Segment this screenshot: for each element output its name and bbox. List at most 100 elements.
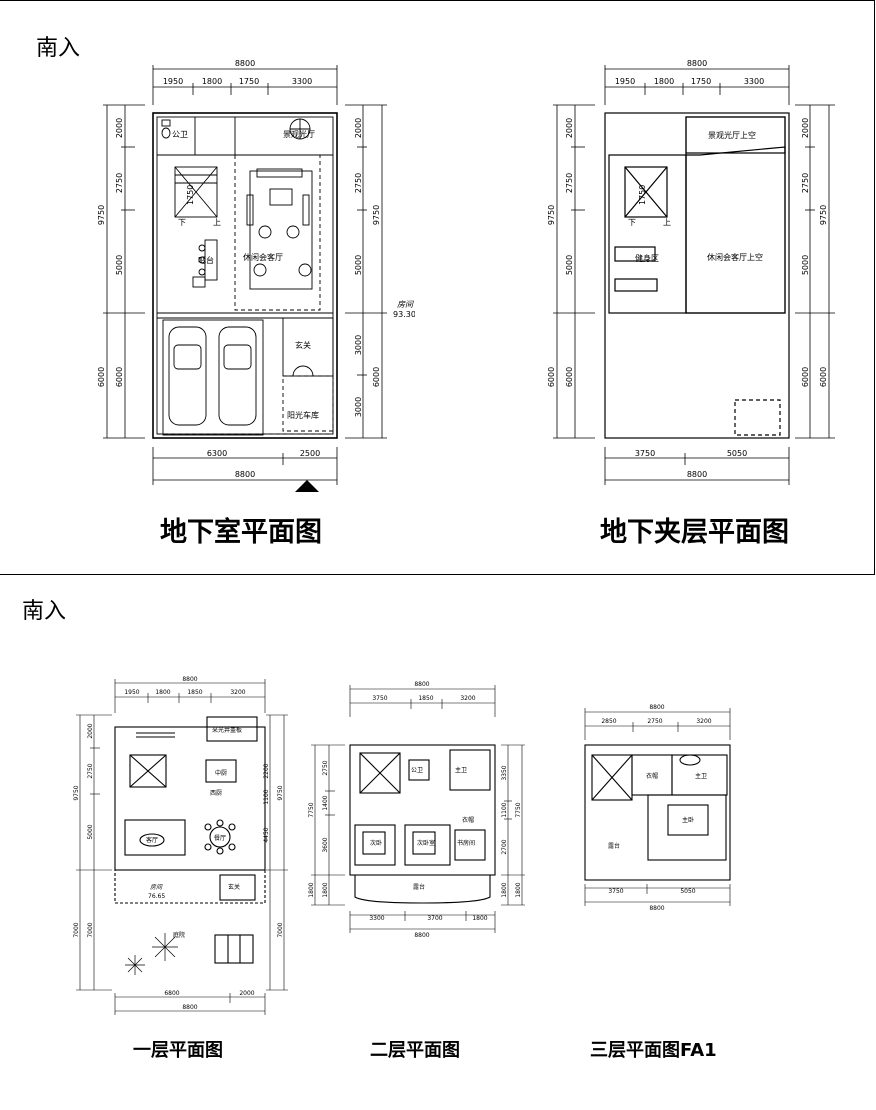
dim-left-outer-2: 1800 bbox=[308, 882, 315, 897]
dim-bottom-2: 3700 bbox=[427, 915, 442, 922]
dim-left-outer-1: 9750 bbox=[73, 785, 80, 800]
dim-top-2: 1800 bbox=[654, 77, 674, 86]
stair-up: 上 bbox=[663, 218, 671, 227]
dim-left-outer-1: 9750 bbox=[97, 205, 106, 225]
dim-top-total: 8800 bbox=[182, 676, 197, 683]
dim-right-1: 2000 bbox=[801, 118, 810, 138]
stair-down: 下 bbox=[628, 218, 636, 227]
dim-top-3: 3200 bbox=[696, 718, 711, 725]
top-panel bbox=[0, 0, 875, 575]
dim-top-3: 1750 bbox=[691, 77, 711, 86]
dim-bottom-1: 6800 bbox=[164, 990, 179, 997]
first-floor-plan: 8800 1950 1800 1850 3200 9750 7000 2000 … bbox=[73, 676, 288, 1015]
room-wardrobe: 衣帽 bbox=[462, 816, 474, 824]
dim-top-1: 3750 bbox=[372, 695, 387, 702]
dim-left-outer-2: 7000 bbox=[73, 922, 80, 937]
room-wc: 公卫 bbox=[172, 130, 188, 139]
room-foyer: 玄关 bbox=[295, 340, 311, 350]
dim-left-4: 1800 bbox=[322, 882, 329, 897]
room-garage: 阳光车库 bbox=[287, 410, 319, 420]
dim-right-2: 2750 bbox=[801, 173, 810, 193]
room-bar: 吧台 bbox=[198, 255, 214, 265]
dim-bottom-1: 3750 bbox=[608, 888, 623, 895]
dim-left-1: 2000 bbox=[115, 118, 124, 138]
dim-left-1: 2000 bbox=[565, 118, 574, 138]
dim-right-1: 3350 bbox=[501, 765, 508, 780]
room-garden: 庭院 bbox=[173, 931, 185, 939]
dim-bottom-1: 3300 bbox=[369, 915, 384, 922]
dim-left-2: 1400 bbox=[322, 795, 329, 810]
dim-left-2: 2750 bbox=[565, 173, 574, 193]
third-floor-title: 三层平面图FA1 bbox=[590, 1040, 717, 1061]
dim-right-outer-2: 1800 bbox=[515, 882, 522, 897]
dim-top-3: 1850 bbox=[187, 689, 202, 696]
dim-left-3: 5000 bbox=[115, 255, 124, 275]
room-wc2: 主卫 bbox=[455, 766, 467, 774]
dim-bottom-total: 8800 bbox=[182, 1004, 197, 1011]
room-kitchen: 中厨 bbox=[215, 769, 227, 777]
dim-right-4: 6000 bbox=[801, 367, 810, 387]
dim-bottom-2: 2500 bbox=[300, 449, 320, 458]
room-lounge-void: 休闲会客厅上空 bbox=[707, 252, 763, 262]
dim-right-1: 2200 bbox=[263, 763, 270, 778]
dim-left-4: 6000 bbox=[565, 367, 574, 387]
dim-left-outer-2: 6000 bbox=[97, 367, 106, 387]
dim-left-1: 2750 bbox=[322, 760, 329, 775]
dim-right-3: 5000 bbox=[801, 255, 810, 275]
dim-bottom-2: 5050 bbox=[680, 888, 695, 895]
dim-right-outer-2: 6000 bbox=[819, 367, 828, 387]
dim-bottom-1: 3750 bbox=[635, 449, 655, 458]
room-light-void: 景观光厅上空 bbox=[708, 130, 756, 140]
dim-top-1: 1950 bbox=[124, 689, 139, 696]
dim-top-2: 1850 bbox=[418, 695, 433, 702]
dim-bottom-total: 8800 bbox=[414, 932, 429, 939]
south-entry-label-bottom: 南入 bbox=[22, 599, 67, 624]
dim-left-2: 2750 bbox=[87, 763, 94, 778]
dim-top-total: 8800 bbox=[235, 59, 255, 68]
dim-right-outer-2: 7000 bbox=[277, 922, 284, 937]
dim-top-3: 1750 bbox=[239, 77, 259, 86]
dim-right-outer-1: 9750 bbox=[277, 785, 284, 800]
dim-left-outer-2: 6000 bbox=[547, 367, 556, 387]
dim-right-outer-1: 9750 bbox=[372, 205, 381, 225]
room-skylight: 采光井盖板 bbox=[212, 726, 242, 734]
room-wc1: 公卫 bbox=[411, 767, 423, 774]
dim-right-1: 2000 bbox=[354, 118, 363, 138]
room-living: 客厅 bbox=[146, 836, 158, 844]
dim-left-3: 5000 bbox=[87, 824, 94, 839]
stair-dim: 1750 bbox=[186, 185, 195, 205]
stair-down: 下 bbox=[178, 218, 186, 227]
dim-top-3: 3200 bbox=[460, 695, 475, 702]
dim-top-total: 8800 bbox=[649, 704, 664, 711]
dim-left-outer-1: 9750 bbox=[547, 205, 556, 225]
room-bed2: 次卧室 bbox=[417, 839, 435, 847]
room-gym: 健身区 bbox=[635, 253, 659, 263]
dim-right-3: 4450 bbox=[263, 827, 270, 842]
dim-top-2: 1800 bbox=[155, 689, 170, 696]
mezzanine-title: 地下夹层平面图 bbox=[600, 517, 789, 548]
south-entry-label-top: 南入 bbox=[36, 36, 81, 61]
dim-right-4: 3000 bbox=[354, 335, 363, 355]
area-label: 房间 bbox=[397, 300, 414, 309]
dim-bottom-2: 2000 bbox=[239, 990, 254, 997]
second-floor-plan: 8800 3750 1850 3200 7750 1800 2750 1400 … bbox=[308, 681, 525, 939]
room-terrace: 露台 bbox=[413, 883, 425, 891]
room-terrace: 露台 bbox=[608, 842, 620, 850]
second-floor-title: 二层平面图 bbox=[370, 1040, 460, 1061]
room-western: 西厨 bbox=[210, 790, 222, 797]
dim-top-total: 8800 bbox=[687, 59, 707, 68]
area-value: 93.30 bbox=[393, 310, 415, 319]
dim-bottom-total: 8800 bbox=[235, 470, 255, 479]
dim-left-4: 6000 bbox=[115, 367, 124, 387]
first-floor-title: 一层平面图 bbox=[133, 1040, 223, 1061]
dim-left-4: 7000 bbox=[87, 922, 94, 937]
dim-left-1: 2000 bbox=[87, 723, 94, 738]
dim-top-4: 3300 bbox=[292, 77, 312, 86]
basement-floor-plan: 8800 1950 1800 1750 3300 6300 2500 8800 … bbox=[97, 59, 415, 492]
stair-up: 上 bbox=[213, 218, 221, 227]
room-light-hall: 景观光厅 bbox=[283, 129, 315, 139]
dim-left-3: 5000 bbox=[565, 255, 574, 275]
room-dining: 餐厅 bbox=[214, 834, 226, 842]
dim-right-outer-1: 9750 bbox=[819, 205, 828, 225]
dim-left-outer-1: 7750 bbox=[308, 802, 315, 817]
